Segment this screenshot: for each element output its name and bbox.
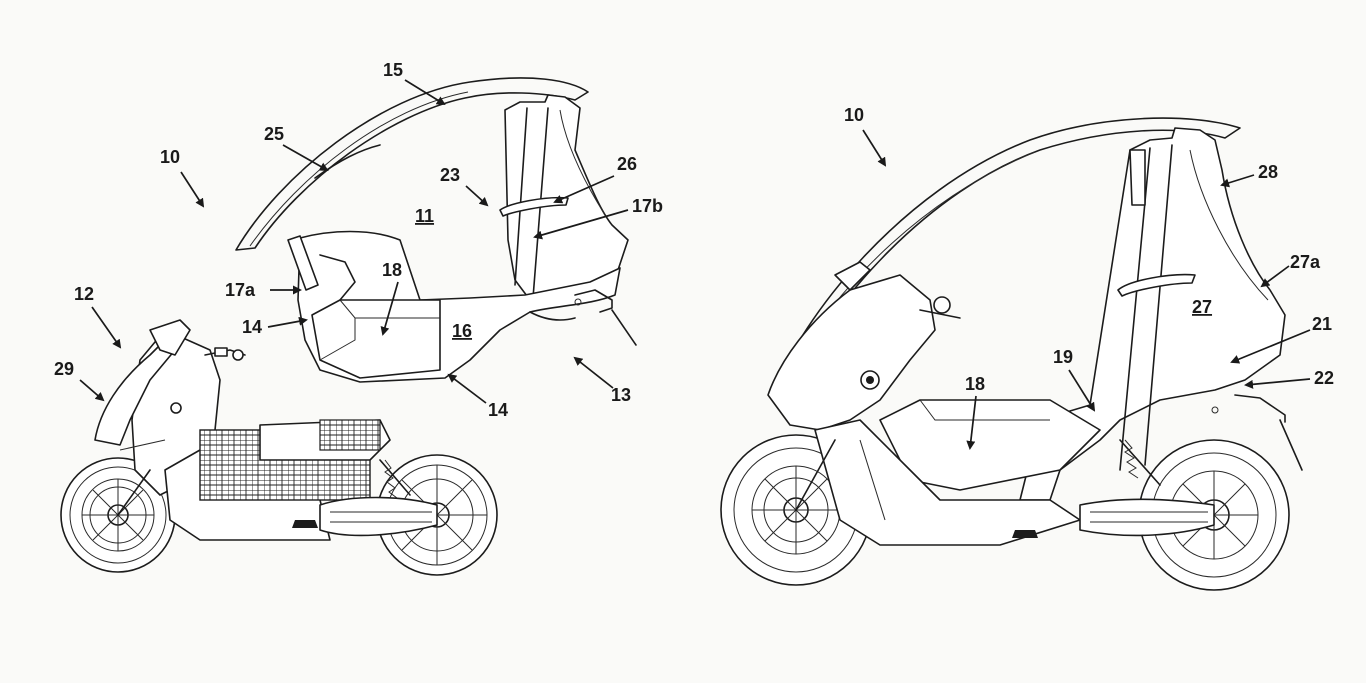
left-callouts: 10 15 25 23 11 26 17b 17a 14 18 16 14 13 [54,60,663,420]
right-vehicle-body [767,117,1303,546]
label-29: 29 [54,359,74,379]
label-25: 25 [264,124,284,144]
label-27: 27 [1192,297,1212,317]
label-17b: 17b [632,196,663,216]
label-27a: 27a [1290,252,1321,272]
label-18-right: 18 [965,374,985,394]
label-14-lower: 14 [488,400,508,420]
right-callouts: 10 28 27a 27 21 22 19 18 [844,105,1334,450]
label-19: 19 [1053,347,1073,367]
label-18-left: 18 [382,260,402,280]
left-roof-module [235,77,637,383]
left-scooter-base [60,319,498,576]
label-10-left: 10 [160,147,180,167]
figure-right: 10 28 27a 27 21 22 19 18 [720,105,1334,591]
label-14-upper: 14 [242,317,262,337]
label-16: 16 [452,321,472,341]
label-15: 15 [383,60,403,80]
label-13: 13 [611,385,631,405]
label-12: 12 [74,284,94,304]
label-23: 23 [440,165,460,185]
label-10-right: 10 [844,105,864,125]
figure-left: 10 15 25 23 11 26 17b 17a 14 18 16 14 13 [54,60,663,576]
label-11: 11 [415,206,434,226]
label-26: 26 [617,154,637,174]
label-28: 28 [1258,162,1278,182]
label-21: 21 [1312,314,1332,334]
label-17a: 17a [225,280,256,300]
label-22: 22 [1314,368,1334,388]
